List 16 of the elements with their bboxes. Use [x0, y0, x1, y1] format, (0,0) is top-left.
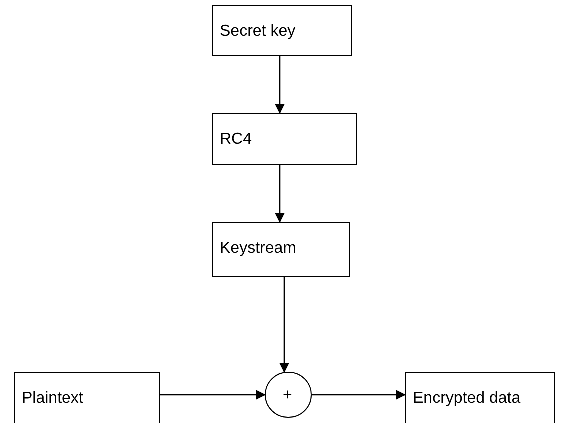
arrow: [312, 390, 406, 400]
process-box: [212, 113, 357, 165]
arrow: [280, 277, 290, 373]
process-box: [212, 222, 350, 277]
box-label: Plaintext: [22, 389, 84, 409]
box-label: RC4: [220, 130, 252, 150]
process-box: [212, 5, 352, 56]
box-label: Keystream: [220, 239, 296, 259]
arrow: [275, 165, 285, 223]
plus-sign: +: [283, 386, 292, 406]
arrow: [275, 56, 285, 114]
box-label: Secret key: [220, 22, 296, 42]
arrow: [160, 390, 266, 400]
process-box: [405, 372, 555, 423]
process-box: [14, 372, 160, 423]
box-label: Encrypted data: [413, 389, 521, 409]
